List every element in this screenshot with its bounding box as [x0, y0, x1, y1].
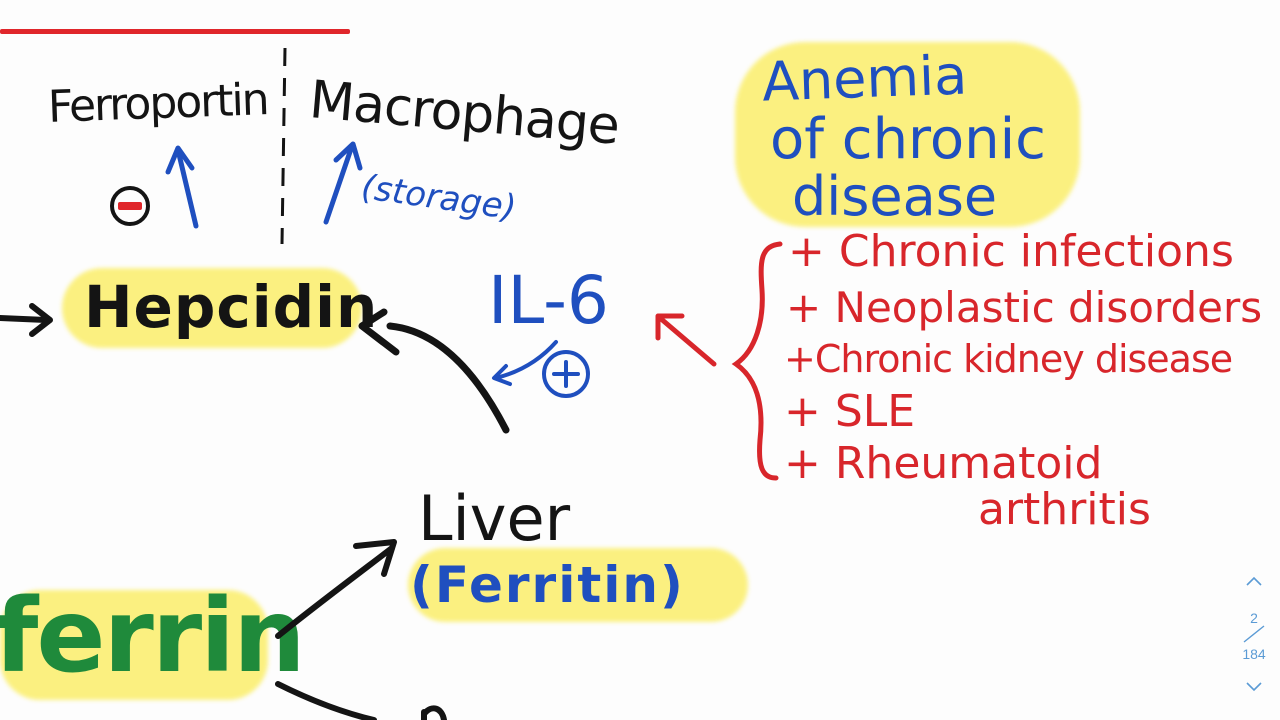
- causes-to-il6-arrow-icon: [655, 313, 717, 367]
- highlight-hepcidin: [62, 268, 362, 348]
- il6-label: IL-6: [488, 262, 609, 339]
- ferritin-label: (Ferritin): [410, 556, 685, 614]
- cause-item-chronic-infections: + Chronic infections: [788, 226, 1234, 277]
- title-line-2: of chronic: [770, 107, 1046, 172]
- cut-off-letter: [421, 705, 447, 720]
- top-red-rule: [0, 29, 350, 34]
- macrophage-up-arrow-icon: [323, 141, 363, 225]
- title-line-1: Anemia: [760, 43, 969, 114]
- ferroportin-label: Ferroportin: [47, 74, 269, 133]
- stimulation-plus-icon: [542, 350, 590, 398]
- title-line-3: disease: [792, 165, 998, 228]
- dashed-divider: [280, 47, 287, 245]
- inhibition-minus-icon: [110, 186, 150, 226]
- hepcidin-label: Hepcidin: [84, 273, 379, 341]
- transferrin-fragment-label: ferrin: [0, 577, 306, 696]
- total-pages-number: 184: [1242, 646, 1266, 662]
- macrophage-label: Macrophage: [307, 70, 622, 157]
- stimulation-arrow-icon: [492, 340, 558, 386]
- cause-item-arthritis: arthritis: [978, 484, 1151, 535]
- highlight-title: [735, 42, 1080, 227]
- cause-item-neoplastic-disorders: + Neoplastic disorders: [786, 283, 1263, 332]
- page-navigator: 2 184: [1236, 572, 1272, 696]
- il6-to-hepcidin-arrow-icon: [358, 308, 510, 434]
- cause-item-sle: + SLE: [784, 386, 916, 437]
- incoming-arrow-icon: [0, 303, 53, 337]
- highlight-ferrin: [0, 590, 268, 700]
- ferroportin-up-arrow-icon: [165, 145, 199, 229]
- chevron-up-icon[interactable]: [1244, 574, 1264, 588]
- chevron-down-icon[interactable]: [1244, 680, 1264, 694]
- liver-label: Liver: [418, 482, 571, 555]
- highlight-ferritin: [408, 548, 748, 622]
- causes-brace: [731, 241, 783, 481]
- cause-item-chronic-kidney-disease: +Chronic kidney disease: [784, 337, 1233, 381]
- current-page-number: 2: [1250, 610, 1258, 626]
- page-separator: [1243, 625, 1265, 643]
- cause-item-rheumatoid: + Rheumatoid: [784, 438, 1103, 489]
- storage-label: (storage): [358, 167, 519, 229]
